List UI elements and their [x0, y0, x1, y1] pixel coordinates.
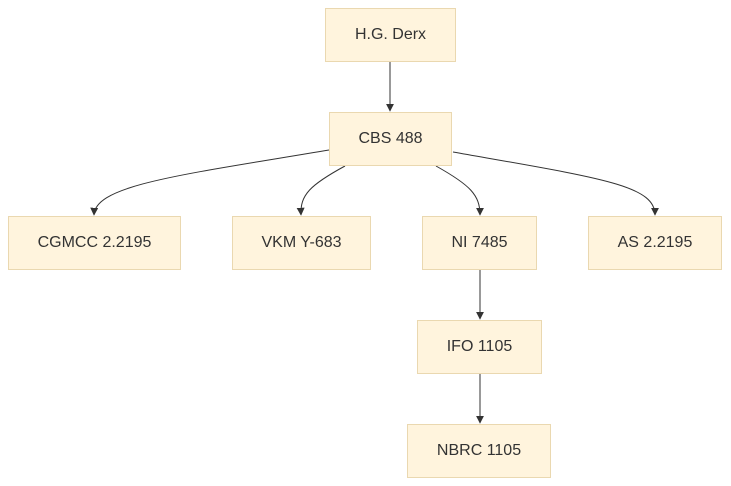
node-vkm-y-683: VKM Y-683: [232, 216, 371, 270]
node-label: CGMCC 2.2195: [37, 234, 152, 251]
node-hg-derx: H.G. Derx: [325, 8, 456, 62]
edge-cbs-cgmcc: [90, 149, 330, 216]
node-cgmcc-2-2195: CGMCC 2.2195: [8, 216, 181, 270]
node-label: IFO 1105: [446, 338, 513, 355]
node-label: CBS 488: [358, 130, 423, 147]
node-label: H.G. Derx: [354, 26, 427, 43]
edge-cbs-ni: [435, 165, 484, 216]
node-as-2-2195: AS 2.2195: [588, 216, 722, 270]
node-label: NI 7485: [451, 234, 508, 251]
edge-cbs-as: [452, 151, 659, 216]
node-label: VKM Y-683: [261, 234, 342, 251]
node-ni-7485: NI 7485: [422, 216, 537, 270]
edge-cbs-vkm: [296, 165, 346, 216]
node-nbrc-1105: NBRC 1105: [407, 424, 551, 478]
node-ifo-1105: IFO 1105: [417, 320, 542, 374]
node-cbs-488: CBS 488: [329, 112, 452, 166]
node-label: AS 2.2195: [617, 234, 693, 251]
node-label: NBRC 1105: [436, 442, 522, 459]
